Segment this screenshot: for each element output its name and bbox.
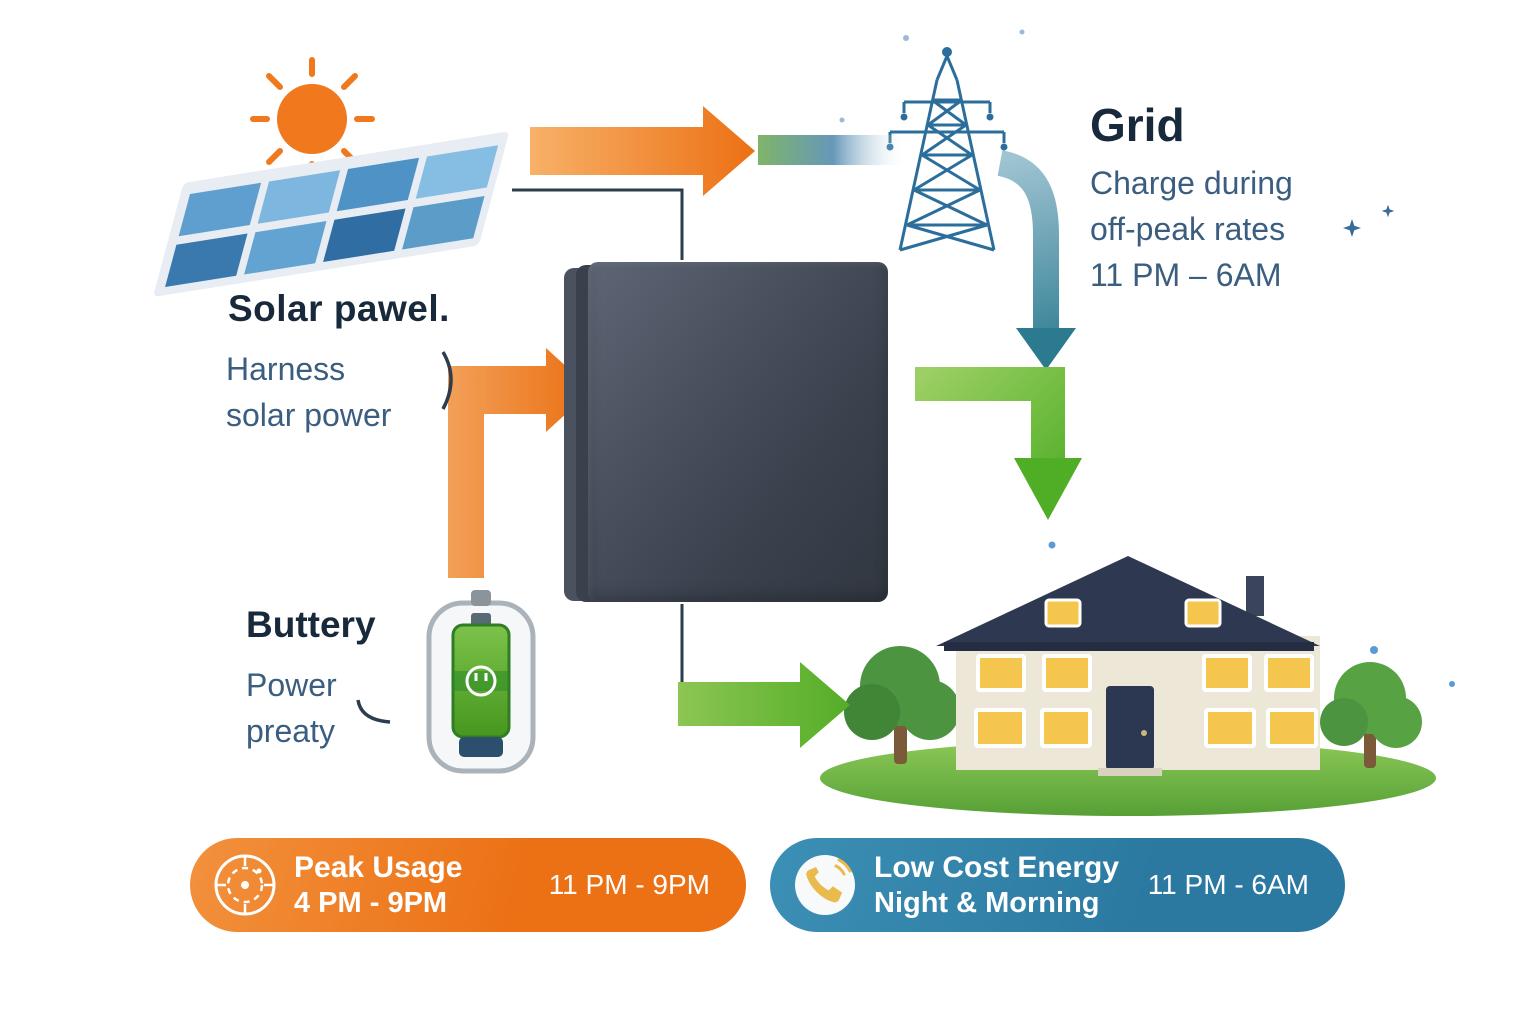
grid-to-house-arrow [996, 150, 1059, 330]
solar-panel-description: Harness solar power [226, 346, 391, 438]
peak-usage-title: Peak Usage [294, 851, 463, 884]
low-cost-energy-title: Low Cost Energy [874, 851, 1120, 884]
battery-to-house-lower-arrow [678, 662, 850, 748]
low-cost-energy-text: Low Cost Energy Night & Morning [874, 850, 1119, 920]
battery-title: Buttery [246, 604, 376, 645]
solar-panel-icon [154, 131, 509, 297]
radar-target-icon [214, 854, 276, 916]
battery-unit-front-panel [588, 262, 888, 602]
battery-sub-line1: Power [246, 667, 337, 703]
grid-description: Charge during off-peak rates 11 PM – 6AM [1090, 160, 1293, 298]
battery-cell-icon [426, 590, 536, 774]
grid-desc-line2: off-peak rates [1090, 211, 1286, 247]
grid-desc-line1: Charge during [1090, 165, 1293, 201]
phone-icon [795, 855, 855, 915]
battery-sub-curve [356, 699, 391, 724]
peak-usage-right-time: 11 PM - 9PM [548, 869, 710, 900]
solar-sub-line2: solar power [226, 397, 392, 433]
battery-to-house-arrow [915, 367, 1065, 462]
solar-to-battery-connector-line [512, 188, 684, 260]
peak-usage-text: Peak Usage 4 PM - 9PM [294, 850, 462, 920]
house-icon [820, 556, 1436, 816]
grid-title: Grid [1090, 99, 1185, 151]
battery-sub-line2: preaty [246, 713, 335, 749]
solar-sub-bracket [441, 351, 453, 410]
low-cost-energy-badge: Low Cost Energy Night & Morning 11 PM - … [770, 838, 1345, 932]
grid-desc-line3: 11 PM – 6AM [1090, 257, 1282, 293]
charge-into-battery-arrow [448, 348, 592, 578]
sparkle-star [1381, 204, 1395, 218]
solar-sub-line1: Harness [226, 351, 346, 387]
sparkle-star [1343, 219, 1361, 237]
low-cost-energy-subtitle: Night & Morning [874, 887, 1100, 919]
battery-unit-illustration [564, 262, 888, 602]
solar-panel-title: Solar pawel. [228, 288, 450, 329]
peak-usage-badge: Peak Usage 4 PM - 9PM 11 PM - 9PM [190, 838, 746, 932]
solar-to-grid-arrow [530, 106, 755, 196]
grid-feed-strip [758, 135, 908, 165]
peak-usage-time: 4 PM - 9PM [294, 887, 448, 919]
low-cost-energy-right-time: 11 PM - 6AM [1147, 869, 1309, 900]
battery-description: Power preaty [246, 662, 337, 754]
